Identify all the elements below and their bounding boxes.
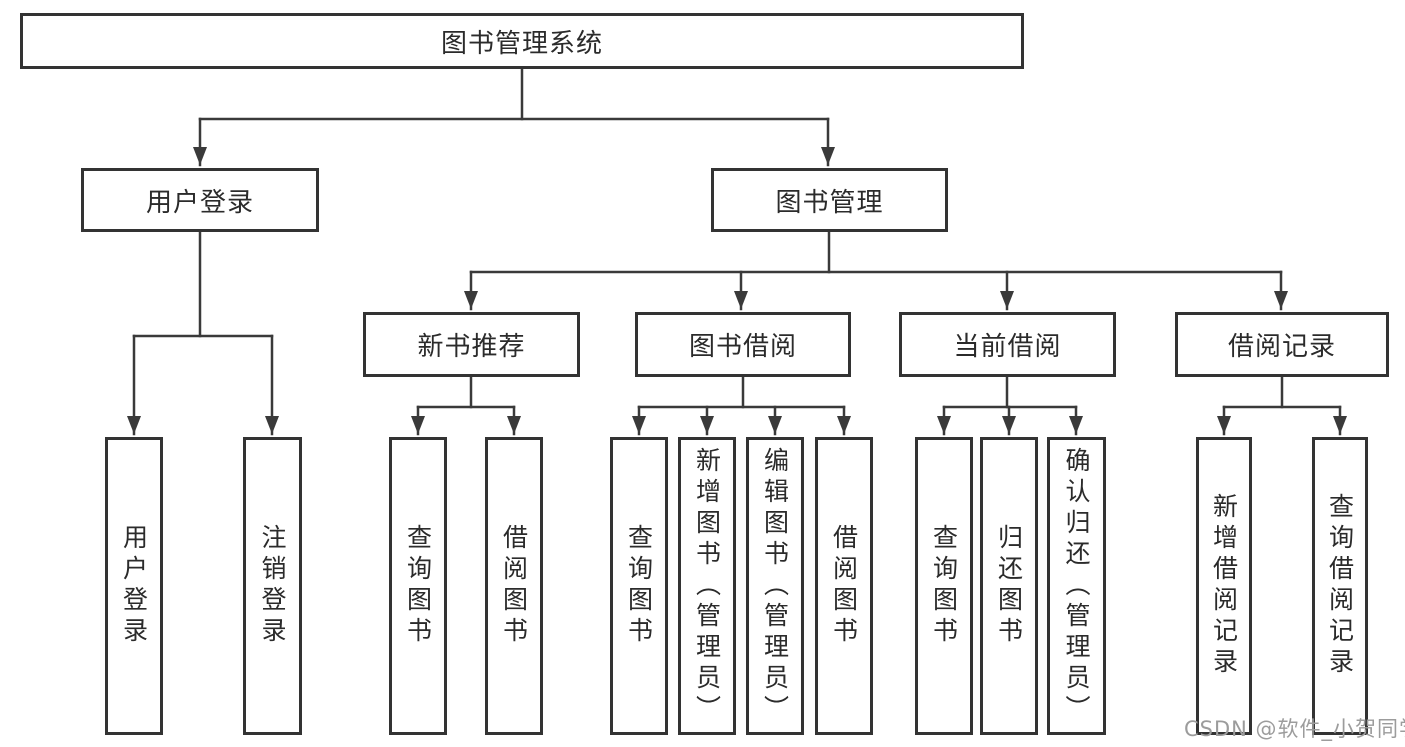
- leaf-query-books-current-label: 查询图书: [929, 524, 959, 648]
- node-borrow-records-label: 借阅记录: [1227, 332, 1336, 362]
- leaf-user-login-label: 用户登录: [119, 524, 149, 648]
- leaf-confirm-return-admin-label: 确认归还（管理员）: [1062, 446, 1091, 726]
- leaf-borrow-books-borrow: 借阅图书: [815, 437, 873, 735]
- leaf-add-borrow-record: 新增借阅记录: [1196, 437, 1252, 735]
- node-current-borrow-label: 当前借阅: [953, 332, 1062, 362]
- leaf-query-books-recommend: 查询图书: [389, 437, 447, 735]
- node-book-management-label: 图书管理: [775, 187, 884, 218]
- node-new-book-recommend: 新书推荐: [363, 312, 580, 377]
- leaf-query-borrow-record-label: 查询借阅记录: [1325, 493, 1355, 679]
- node-new-book-recommend-label: 新书推荐: [417, 332, 526, 362]
- connector-book-borrow-to-leaves: [632, 372, 851, 436]
- connector-root-to-level2: [193, 67, 835, 167]
- connector-book-management-to-level3: [464, 230, 1288, 311]
- leaf-logout: 注销登录: [243, 437, 302, 735]
- leaf-borrow-books-recommend-label: 借阅图书: [499, 524, 529, 648]
- leaf-query-books-recommend-label: 查询图书: [403, 524, 433, 648]
- node-root-label: 图书管理系统: [440, 28, 603, 59]
- leaf-add-borrow-record-label: 新增借阅记录: [1209, 493, 1239, 679]
- node-current-borrow: 当前借阅: [899, 312, 1116, 377]
- node-book-management: 图书管理: [711, 168, 948, 232]
- node-book-borrow-label: 图书借阅: [688, 332, 797, 362]
- leaf-user-login: 用户登录: [105, 437, 163, 735]
- leaf-query-books-current: 查询图书: [915, 437, 973, 735]
- node-user-login: 用户登录: [81, 168, 319, 232]
- leaf-edit-book-admin-label: 编辑图书（管理员）: [760, 446, 790, 726]
- node-book-borrow: 图书借阅: [635, 312, 851, 377]
- node-root: 图书管理系统: [20, 13, 1024, 69]
- connector-new-book-recommend-to-leaves: [411, 372, 521, 436]
- leaf-borrow-books-recommend: 借阅图书: [485, 437, 543, 735]
- leaf-add-book-admin: 新增图书（管理员）: [678, 437, 736, 735]
- node-user-login-label: 用户登录: [145, 187, 254, 218]
- leaf-query-books-borrow-label: 查询图书: [624, 524, 654, 648]
- connector-user-login-to-leaves: [127, 230, 279, 436]
- node-borrow-records: 借阅记录: [1175, 312, 1389, 377]
- connector-borrow-records-to-leaves: [1217, 372, 1347, 436]
- leaf-confirm-return-admin: 确认归还（管理员）: [1047, 437, 1106, 735]
- leaf-edit-book-admin: 编辑图书（管理员）: [746, 437, 804, 735]
- leaf-query-borrow-record: 查询借阅记录: [1312, 437, 1368, 735]
- leaf-logout-label: 注销登录: [258, 524, 287, 648]
- leaf-return-books-label: 归还图书: [994, 524, 1024, 648]
- watermark-text: CSDN @软件_小贺同学: [1184, 717, 1405, 741]
- leaf-query-books-borrow: 查询图书: [610, 437, 668, 735]
- leaf-borrow-books-borrow-label: 借阅图书: [829, 524, 859, 648]
- connector-current-borrow-to-leaves: [937, 372, 1083, 436]
- leaf-return-books: 归还图书: [980, 437, 1038, 735]
- leaf-add-book-admin-label: 新增图书（管理员）: [692, 446, 722, 726]
